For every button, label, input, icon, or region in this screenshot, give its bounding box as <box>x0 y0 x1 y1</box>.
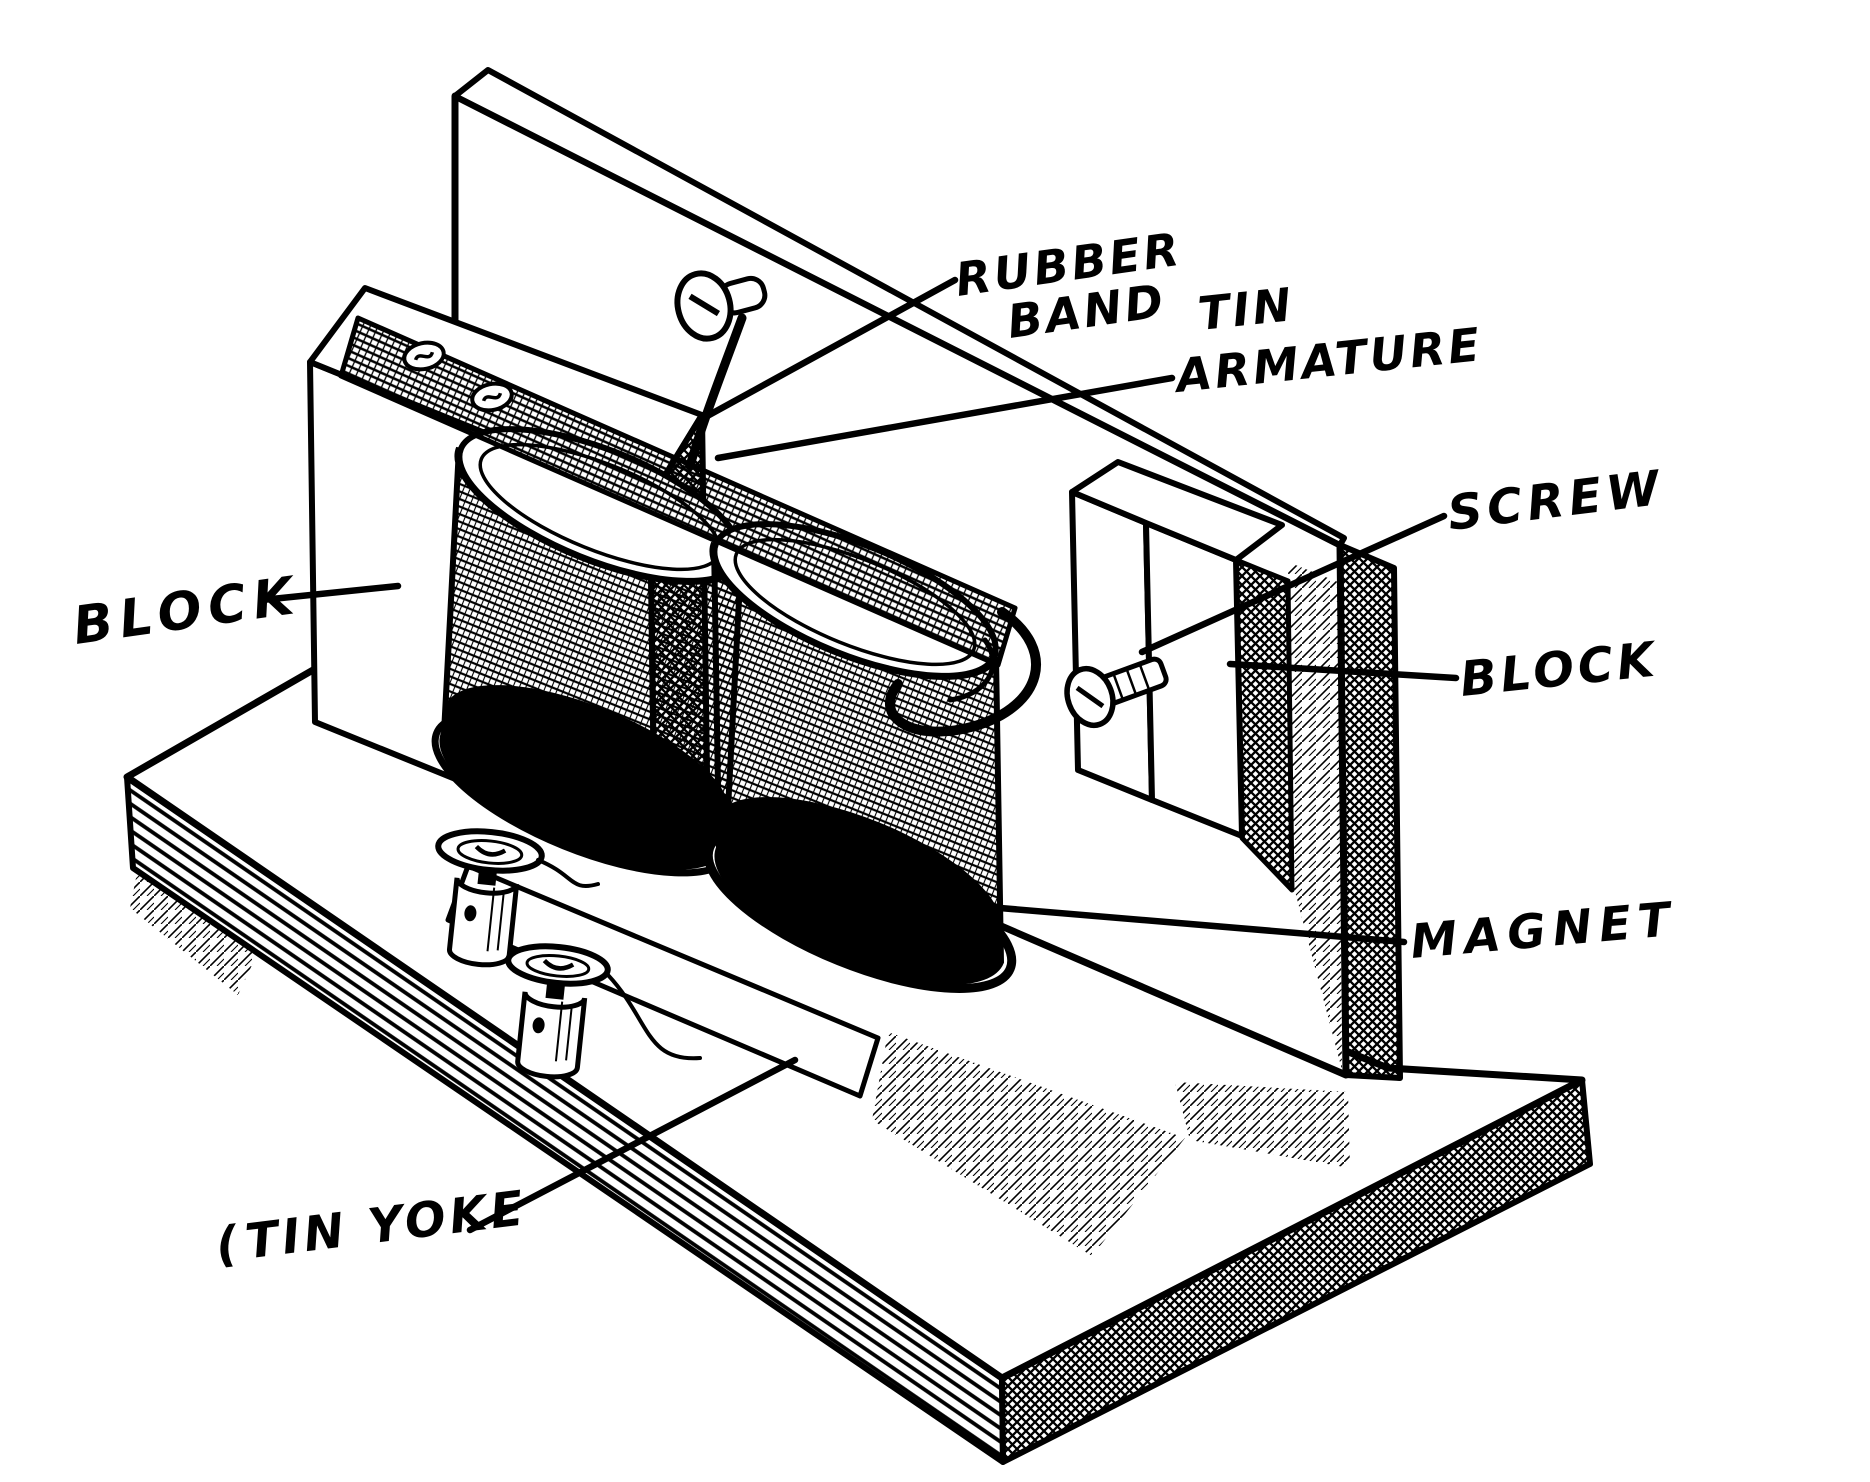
binding-post-1-slot <box>474 844 507 857</box>
leader-lines <box>258 276 1460 1234</box>
leader-screw <box>1138 512 1448 656</box>
base-front-face <box>999 1077 1593 1465</box>
binding-post-1-body <box>447 877 520 968</box>
contact-screw-slot <box>1075 685 1105 709</box>
binding-post-1-shading <box>486 887 505 952</box>
backboard-base-shadow <box>1175 1082 1350 1168</box>
armature-screw-1 <box>402 340 446 372</box>
binding-post-2-shading <box>554 1001 573 1062</box>
binding-post-2-slot <box>542 958 575 971</box>
armature-end-curl <box>885 607 1041 737</box>
binding-post-1-disc-rim <box>456 839 524 865</box>
coil-left-bottom-band <box>442 685 730 867</box>
armature-band <box>338 315 1018 668</box>
binding-post-2 <box>505 943 611 1080</box>
armature-screw-2 <box>470 381 514 413</box>
contact-screw <box>1064 656 1169 729</box>
leader-tin-armature <box>714 374 1176 462</box>
binding-post-2-hole <box>532 1017 545 1034</box>
backboard-screw-slot <box>688 293 720 317</box>
right-block-shaded-face <box>1233 557 1295 893</box>
binding-post-2-body <box>515 991 588 1080</box>
backboard-end-grain <box>1337 542 1403 1081</box>
label-tin-armature-line1: TIN <box>1196 277 1297 341</box>
right-block-top-face <box>1069 459 1285 563</box>
armature-end-curl-inner <box>947 637 996 703</box>
leader-magnet <box>901 896 1408 946</box>
magnet-coil-left <box>431 426 744 877</box>
binding-post-2-disc-rim <box>525 954 591 978</box>
backboard-gap-shadow <box>1288 562 1342 1070</box>
wire-post-2 <box>606 973 702 1061</box>
base-ground-shadow <box>130 868 258 995</box>
rubber-band <box>685 313 747 471</box>
tin-armature-strip <box>338 315 1041 737</box>
leader-rubber-band <box>696 276 959 424</box>
binding-post-1 <box>435 828 545 968</box>
coil-right-bottom-band <box>717 797 1001 982</box>
right-block-front-face <box>1069 489 1155 803</box>
backboard-screw <box>674 270 768 342</box>
leader-block-right <box>1226 660 1460 682</box>
wire-post-1 <box>536 858 600 889</box>
contact-screw-threads <box>1112 665 1150 699</box>
coil-shadow-on-base <box>872 1032 1185 1256</box>
leader-tin-yoke <box>466 1056 799 1234</box>
leader-block-left <box>258 582 402 604</box>
binding-post-1-hole <box>464 905 477 922</box>
